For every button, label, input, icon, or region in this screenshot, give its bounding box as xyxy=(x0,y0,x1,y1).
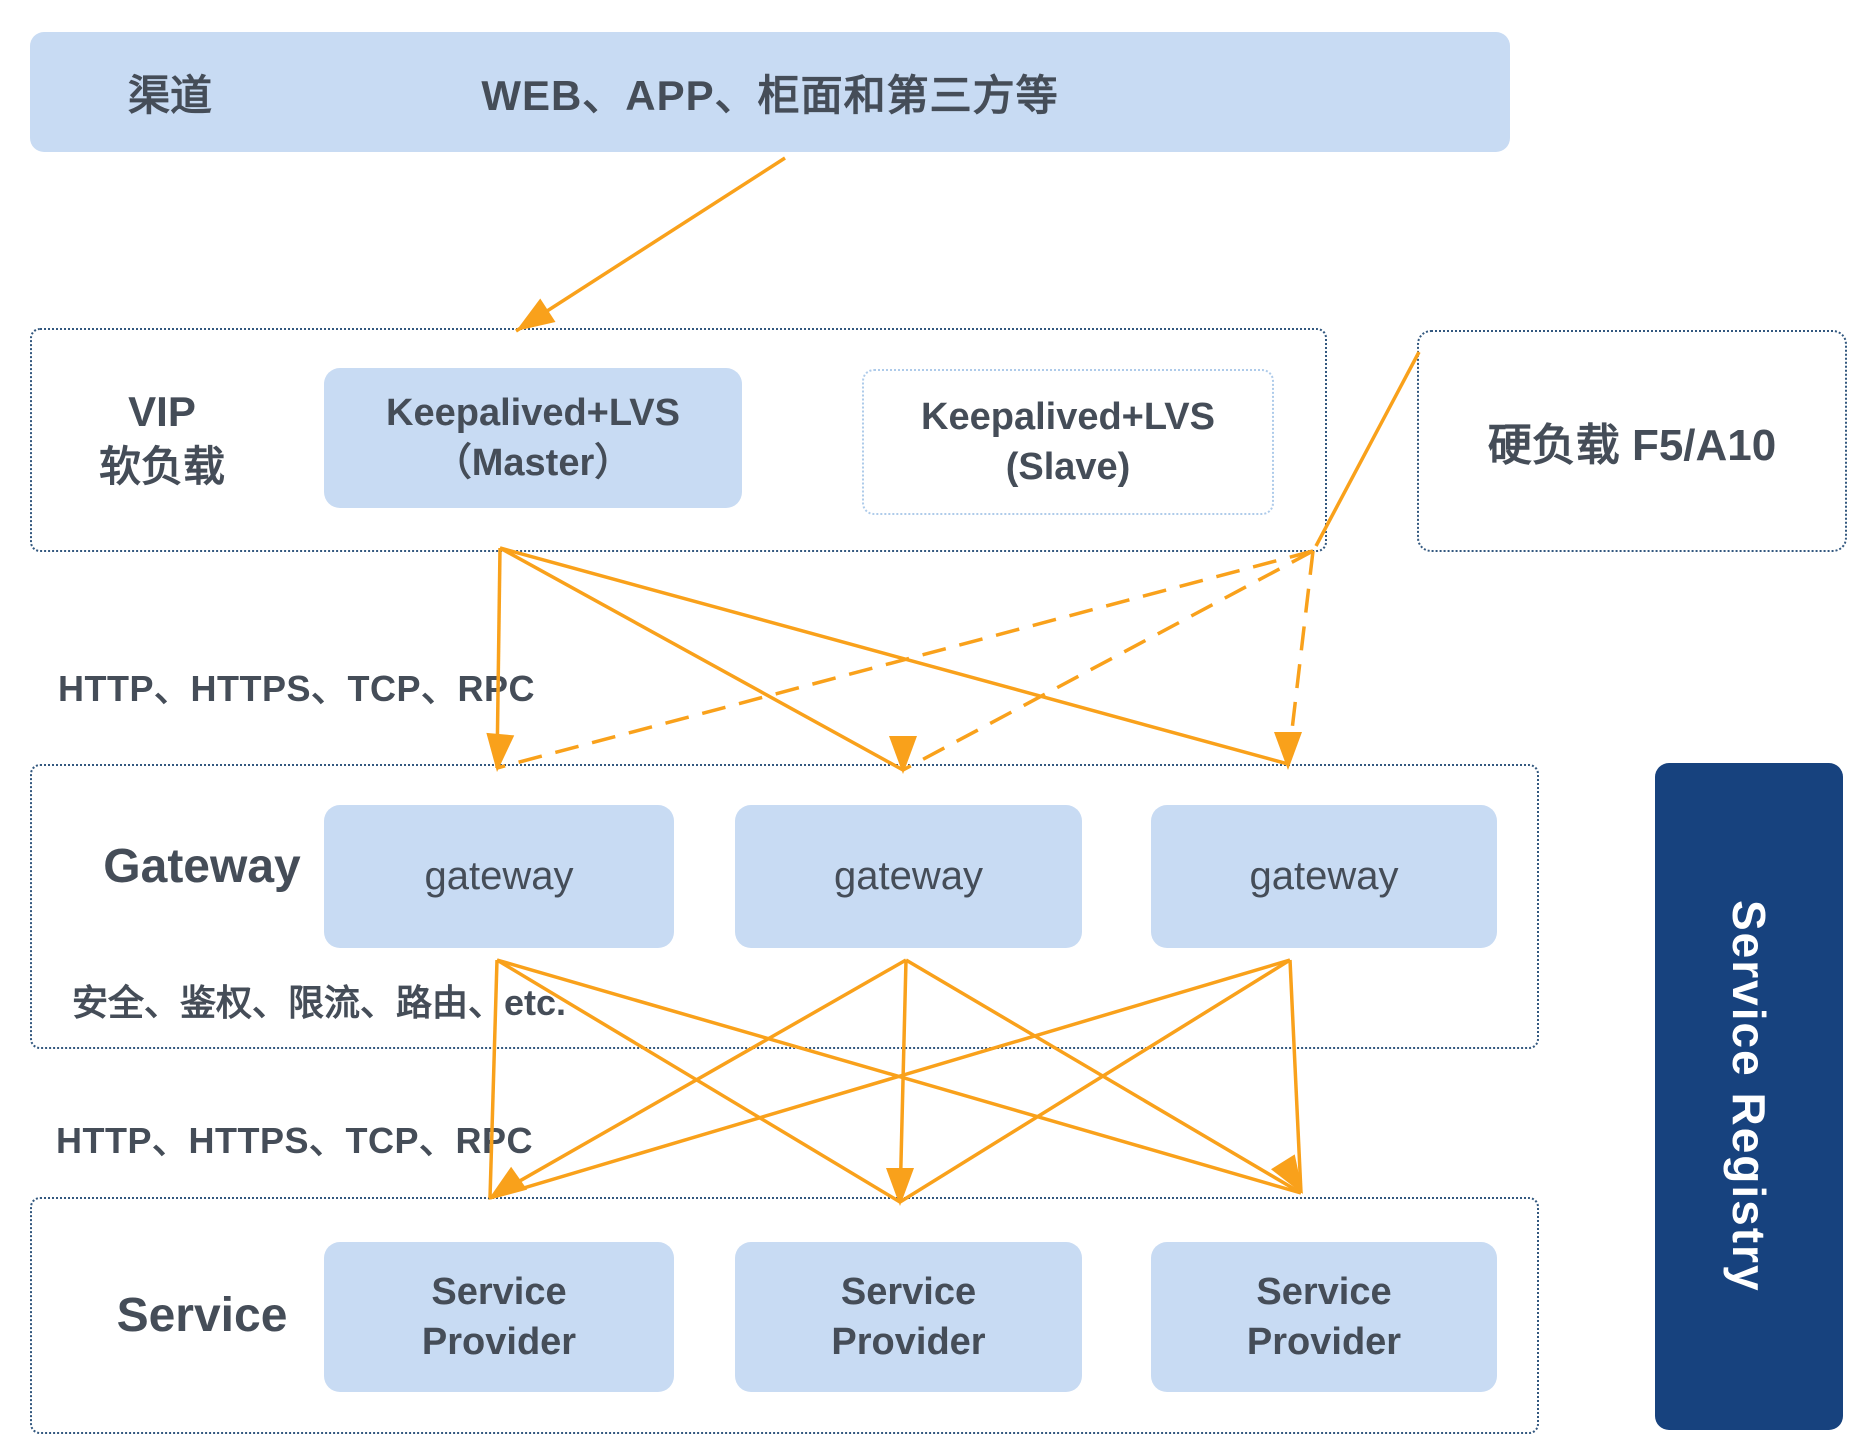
service-registry-label: Service Registry xyxy=(1723,900,1775,1293)
slave-line2: (Slave) xyxy=(1005,446,1131,488)
channel-bar: 渠道 WEB、APP、柜面和第三方等 xyxy=(30,32,1510,152)
connector-master-to-gateway-2 xyxy=(499,546,904,772)
hard-load-label: 硬负载 F5/A10 xyxy=(1487,421,1777,470)
channel-label: 渠道 xyxy=(128,71,213,119)
connector-master-to-gateway-1 xyxy=(495,547,502,769)
service-label: Service xyxy=(116,1289,288,1342)
service-layer-box: Service Service Provider Service Provide… xyxy=(30,1197,1539,1434)
gateway-node-1: gateway xyxy=(324,805,674,948)
connector-master-to-gateway-3 xyxy=(499,546,1289,766)
master-line1: Keepalived+LVS xyxy=(386,391,680,434)
gateway-node-2: gateway xyxy=(735,805,1082,948)
service-registry-bar: Service Registry xyxy=(1655,763,1843,1430)
channel-title: WEB、APP、柜面和第三方等 xyxy=(481,71,1059,119)
keepalived-master-node: Keepalived+LVS （Master） xyxy=(324,368,742,508)
connector-vip-corner-to-gateway-1 xyxy=(496,549,1314,770)
gateway-label: Gateway xyxy=(103,840,301,893)
sp1-line2: Provider xyxy=(421,1321,577,1363)
sp1-line1: Service xyxy=(431,1270,567,1313)
connector-channel-to-vip xyxy=(515,156,786,333)
sp3-line1: Service xyxy=(1256,1270,1392,1313)
protocol-label-bottom: HTTP、HTTPS、TCP、RPC xyxy=(56,1120,534,1161)
gateway-features-label: 安全、鉴权、限流、路由、etc. xyxy=(72,982,567,1023)
arrowhead-into-service-3 xyxy=(1270,1154,1303,1194)
arrowhead-into-vip xyxy=(516,298,556,331)
slave-line1: Keepalived+LVS xyxy=(921,395,1215,438)
vip-label-line2: 软负载 xyxy=(98,443,225,490)
master-line2: （Master） xyxy=(433,442,633,484)
vip-label-line1: VIP xyxy=(128,388,196,436)
protocol-label-top: HTTP、HTTPS、TCP、RPC xyxy=(58,668,536,709)
connector-hard-load-to-vip-corner xyxy=(1314,351,1421,547)
connector-vip-corner-to-gateway-3 xyxy=(1286,550,1315,765)
arrowhead-into-service-1 xyxy=(488,1166,528,1200)
service-provider-node-2: Service Provider xyxy=(735,1242,1082,1392)
keepalived-slave-node: Keepalived+LVS (Slave) xyxy=(862,369,1274,515)
sp2-line2: Provider xyxy=(831,1321,986,1363)
service-provider-node-1: Service Provider xyxy=(324,1242,674,1392)
hard-load-box: 硬负载 F5/A10 xyxy=(1417,330,1847,552)
gateway-layer-box: Gateway gateway gateway gateway 安全、鉴权、限流… xyxy=(30,764,1539,1049)
sp3-line2: Provider xyxy=(1246,1321,1402,1363)
service-provider-node-3: Service Provider xyxy=(1151,1242,1497,1392)
connector-vip-corner-to-gateway-2 xyxy=(902,549,1314,772)
gateway-node-3: gateway xyxy=(1151,805,1497,948)
sp2-line1: Service xyxy=(840,1270,977,1313)
vip-label: VIP 软负载 xyxy=(32,330,292,550)
vip-soft-load-box: VIP 软负载 Keepalived+LVS （Master） Keepaliv… xyxy=(30,328,1327,552)
